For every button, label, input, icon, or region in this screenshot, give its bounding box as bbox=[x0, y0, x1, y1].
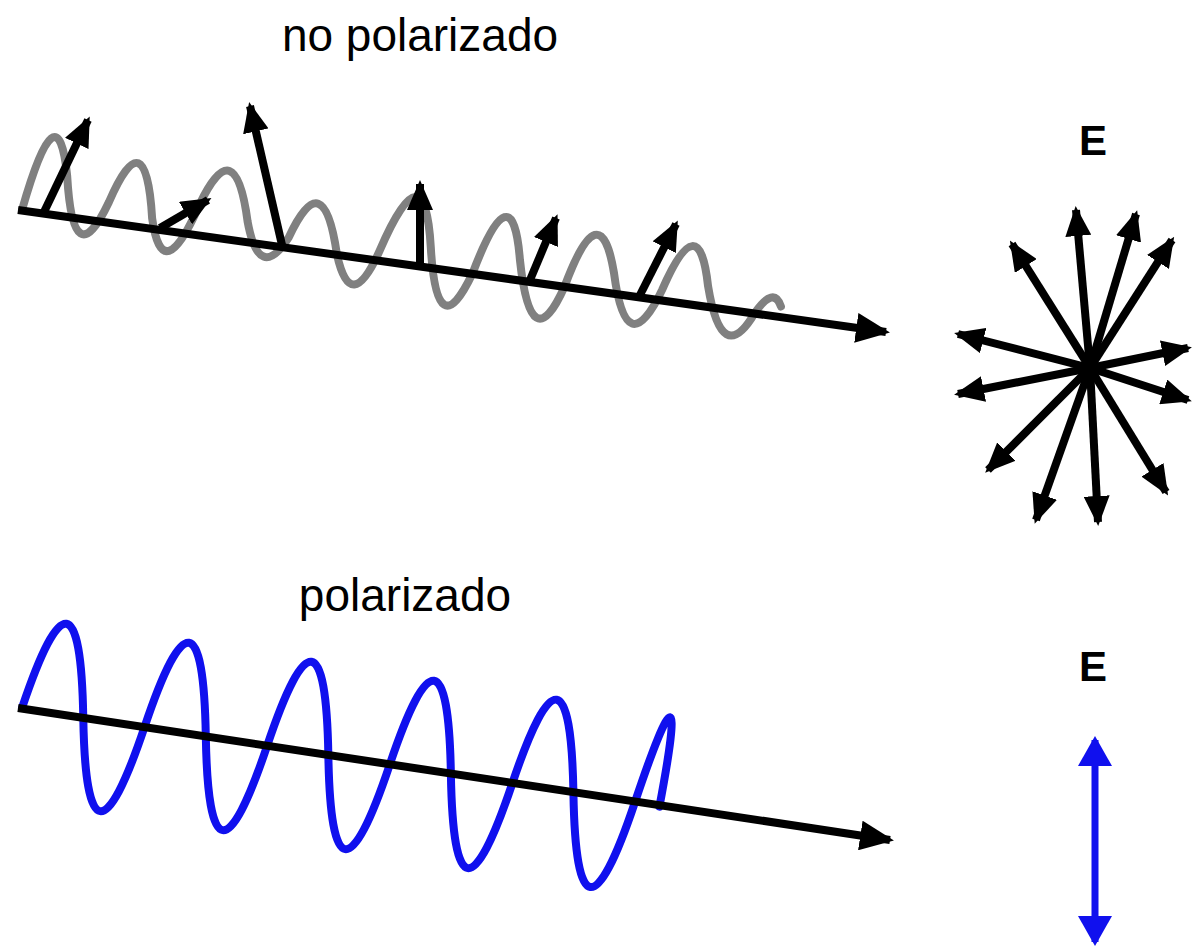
wave-title: no polarizado bbox=[282, 12, 558, 58]
propagation-axis bbox=[18, 708, 890, 840]
wave-title: polarizado bbox=[299, 572, 511, 618]
polarized-field-arrow bbox=[1092, 740, 1099, 942]
unpolarized-field-star bbox=[958, 210, 1188, 522]
field-vectors bbox=[44, 106, 676, 295]
field-symbol: E bbox=[1079, 646, 1107, 688]
field-symbol: E bbox=[1079, 120, 1107, 162]
propagation-axis bbox=[18, 210, 886, 332]
unpolarized-wave bbox=[17, 134, 790, 352]
